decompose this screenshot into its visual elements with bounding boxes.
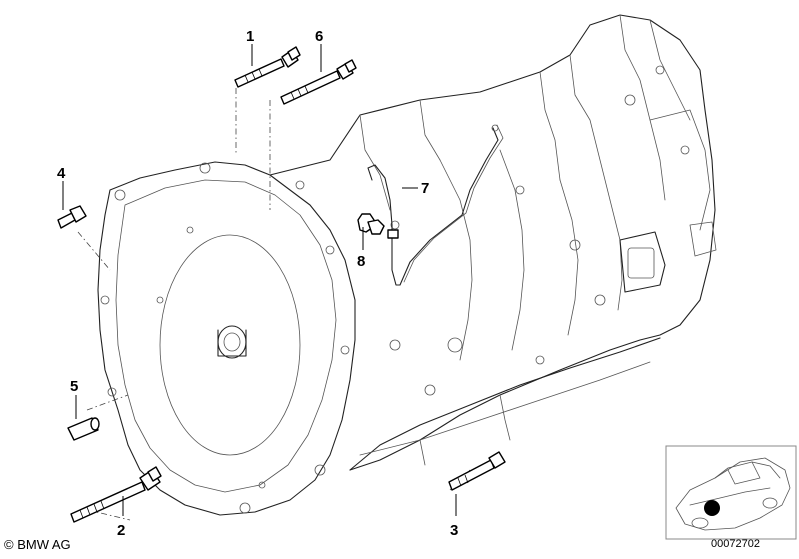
- bolt-6: [280, 59, 357, 105]
- bolt-4: [57, 205, 87, 229]
- callout-1: 1: [246, 28, 254, 45]
- copyright-label: © BMW AG: [4, 537, 71, 552]
- location-marker: [704, 500, 720, 516]
- bolt-1: [234, 46, 301, 88]
- diagram-number: 00072702: [711, 538, 760, 550]
- inset-frame: [665, 445, 797, 540]
- hose-clip: [357, 213, 385, 235]
- callout-8: 8: [357, 253, 365, 270]
- reference-lines: [77, 88, 471, 521]
- vehicle-locator-inset: [665, 445, 797, 540]
- car-outline: [675, 457, 791, 531]
- callout-7: 7: [421, 180, 429, 197]
- callout-5: 5: [70, 378, 78, 395]
- callout-4: 4: [57, 165, 66, 182]
- callout-6: 6: [315, 28, 323, 45]
- vent-pipe: [367, 124, 504, 286]
- dowel-sleeve-5: [67, 417, 100, 441]
- leader-lines: [62, 44, 457, 516]
- callout-2: 2: [117, 522, 125, 539]
- bolt-2: [70, 466, 162, 523]
- callout-3: 3: [450, 522, 458, 539]
- bolt-3: [448, 451, 506, 491]
- transmission-housing: [97, 14, 717, 516]
